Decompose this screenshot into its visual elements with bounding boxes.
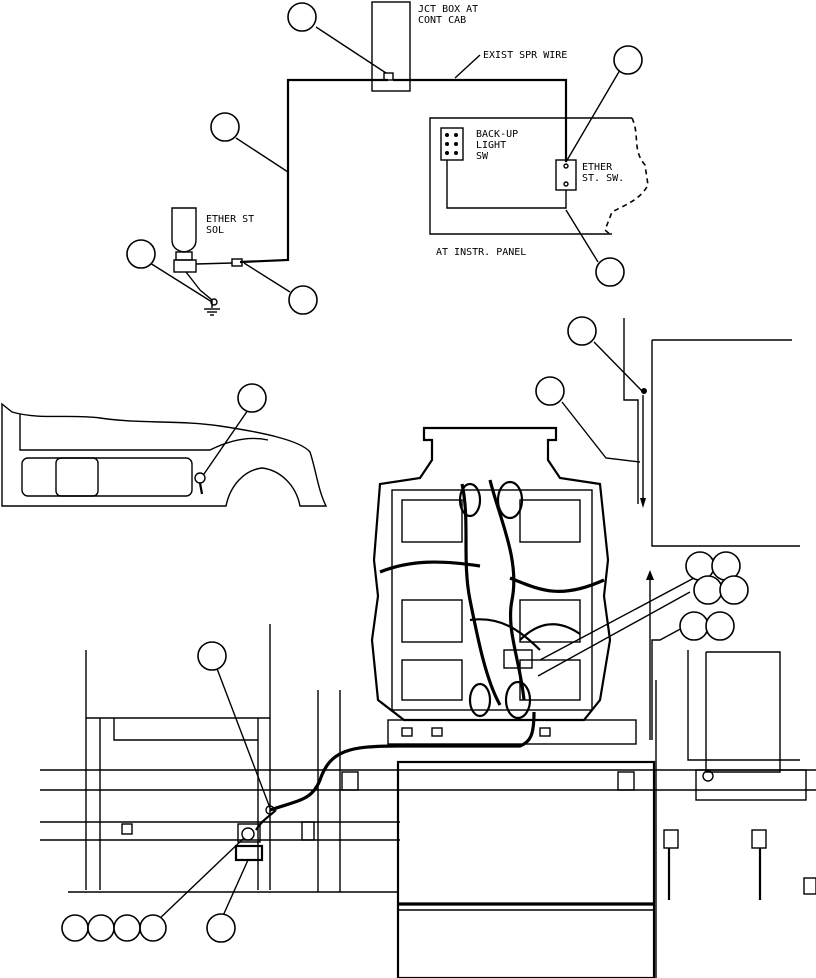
callout-bubble: [61, 914, 89, 942]
ether-solenoid-body: [173, 259, 197, 273]
callout-bubble: [126, 239, 156, 269]
callout-bubble: [197, 641, 227, 671]
cab-detail: [1, 383, 328, 507]
jct-box-label-1: JCT BOX AT: [418, 4, 478, 15]
callout-bubble: [535, 376, 565, 406]
schematic-top: JCT BOX AT CONT CAB EXIST SPR WIRE AT IN…: [126, 1, 649, 316]
ether-sol-label-1: ETHER ST: [206, 214, 254, 225]
ether-switch-label-1: ETHER: [582, 162, 613, 173]
engine-block: [370, 426, 612, 722]
wire-right-run: [393, 78, 568, 162]
callout-bubble: [206, 913, 236, 943]
jct-box-label-2: CONT CAB: [418, 15, 466, 26]
callout-bubble: [113, 914, 141, 942]
callout-bubble: [705, 611, 735, 641]
instr-panel-break: [604, 117, 649, 237]
switch-knob: [194, 472, 206, 484]
exist-wire-leader: [454, 54, 481, 79]
battery-box: [396, 760, 656, 978]
callout-bubble: [613, 45, 643, 75]
wiring-harness: [269, 711, 536, 812]
instr-panel-label: AT INSTR. PANEL: [436, 247, 526, 258]
callout-bubble: [719, 575, 749, 605]
ether-solenoid-bottle: [171, 207, 197, 253]
backup-label-1: BACK-UP: [476, 129, 518, 140]
callout-bubble: [288, 285, 318, 315]
callout-bubble: [237, 383, 267, 413]
dash-recess: [21, 457, 193, 497]
jct-connector: [383, 72, 394, 81]
backup-label-3: SW: [476, 151, 489, 162]
exist-wire-label: EXIST SPR WIRE: [483, 50, 567, 61]
callout-bubble: [87, 914, 115, 942]
callout-bubble: [210, 112, 240, 142]
callout-bubble: [567, 316, 597, 346]
ether-switch: [555, 159, 577, 191]
callout-bubble: [595, 257, 625, 287]
backup-label-2: LIGHT: [476, 140, 506, 151]
instr-panel-outline: [429, 117, 632, 235]
ether-switch-label-2: ST. SW.: [582, 173, 624, 184]
backup-switch: [440, 127, 464, 161]
callout-bubble: [287, 2, 317, 32]
callout-bubble: [693, 575, 723, 605]
wire-left-run: [239, 78, 388, 264]
engine-chassis: [40, 316, 816, 978]
callout-bubble: [139, 914, 167, 942]
cab-outline: [1, 402, 328, 507]
wire-connector: [231, 258, 243, 267]
ether-solenoid-chassis: [234, 844, 264, 862]
jct-box: [371, 1, 411, 92]
callout-bubble: [679, 611, 709, 641]
backup-wire: [446, 160, 567, 209]
ether-sol-label-2: SOL: [206, 225, 224, 236]
